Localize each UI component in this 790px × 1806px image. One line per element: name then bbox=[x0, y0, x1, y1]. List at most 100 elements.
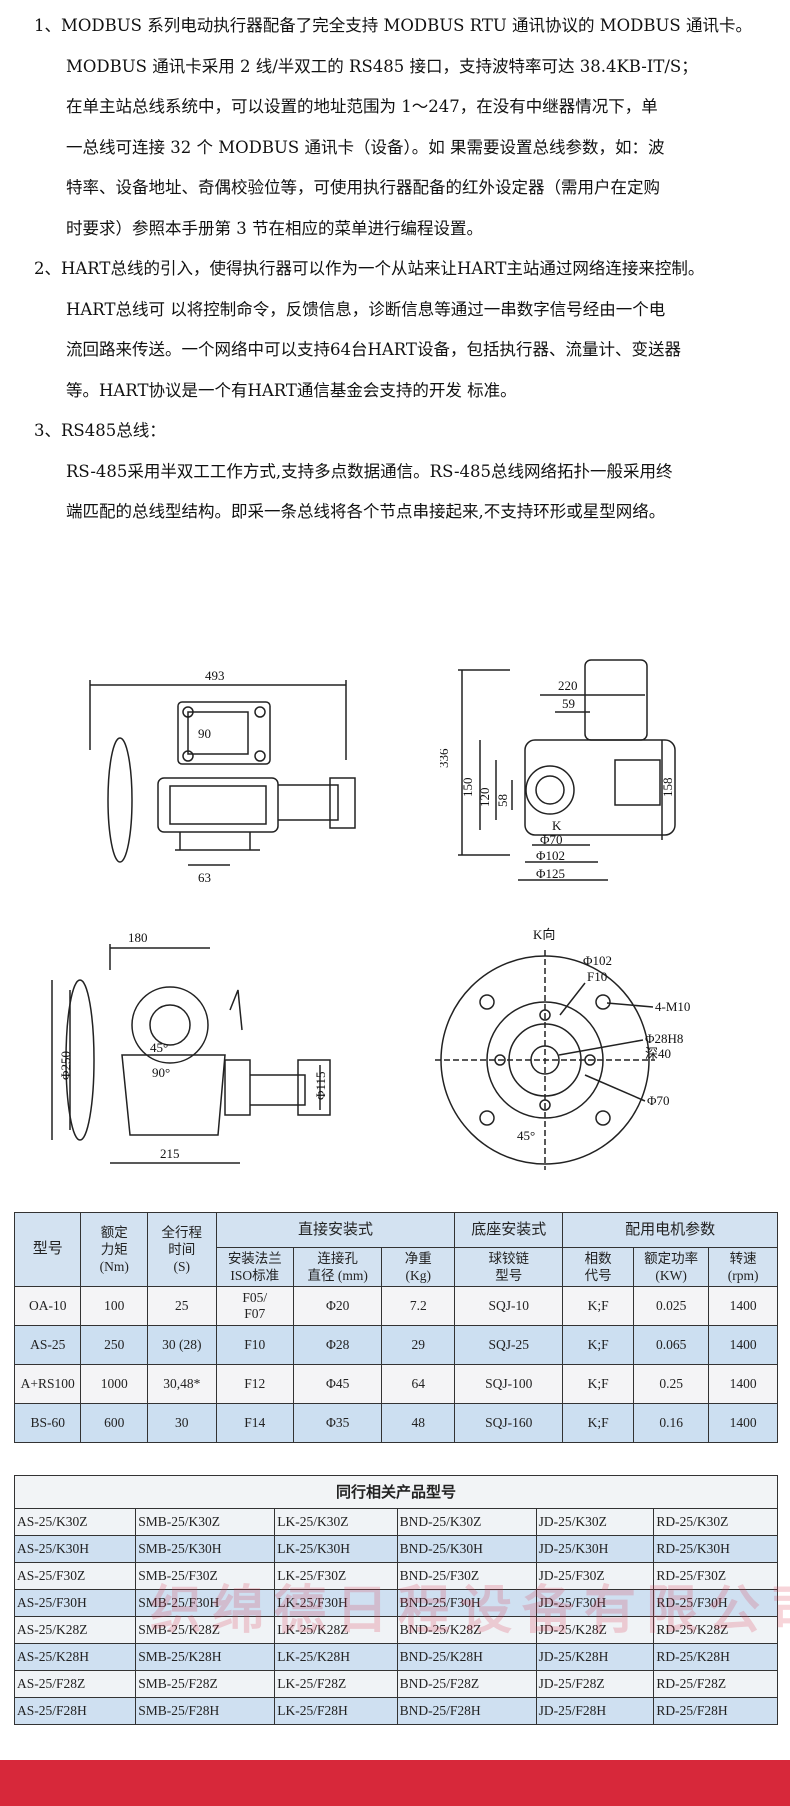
dim-493: 493 bbox=[205, 668, 225, 683]
dim-158: 158 bbox=[660, 778, 675, 798]
dim-63: 63 bbox=[198, 870, 211, 885]
cell-weight: 29 bbox=[381, 1325, 456, 1365]
cell-hole: Φ35 bbox=[292, 1403, 383, 1443]
related-cell: BND-25/K28Z bbox=[396, 1616, 537, 1644]
related-cell: RD-25/K30H bbox=[653, 1535, 778, 1563]
cell-ball: SQJ-25 bbox=[454, 1325, 564, 1365]
related-title: 同行相关产品型号 bbox=[14, 1475, 778, 1508]
angle-45: 45° bbox=[150, 1040, 168, 1055]
cell-power: 0.25 bbox=[633, 1364, 710, 1404]
related-cell: BND-25/K30Z bbox=[396, 1508, 537, 1536]
cell-power: 0.16 bbox=[633, 1403, 710, 1443]
table-row: BS-60 600 30 F14 Φ35 48 SQJ-160 K;F 0.16… bbox=[13, 1403, 778, 1443]
col-model: 型号 bbox=[13, 1212, 82, 1287]
text-line: 时要求）参照本手册第 3 节在相应的菜单进行编程设置。 bbox=[66, 218, 483, 238]
cell-torque: 1000 bbox=[80, 1364, 148, 1404]
cell-phase: K;F bbox=[562, 1364, 635, 1404]
dim-59: 59 bbox=[562, 696, 575, 711]
text-line: HART总线可 以将控制命令，反馈信息，诊断信息等通过一串数字信号经由一个电 bbox=[66, 299, 666, 319]
related-cell: SMB-25/K28H bbox=[135, 1643, 276, 1671]
text-line: 2、HART总线的引入，使得执行器可以作为一个从站来让HART主站通过网络连接来… bbox=[34, 259, 705, 278]
cell-flange: F12 bbox=[215, 1364, 295, 1404]
kview-p28: Φ28H8 bbox=[645, 1031, 683, 1046]
cell-time: 30,48* bbox=[146, 1364, 217, 1404]
dim-215: 215 bbox=[160, 1146, 180, 1161]
related-cell: SMB-25/K30H bbox=[135, 1535, 276, 1563]
related-cell: JD-25/F30Z bbox=[535, 1562, 655, 1590]
cell-phase: K;F bbox=[562, 1403, 635, 1443]
text-line: 等。HART协议是一个有HART通信基金会支持的开发 标准。 bbox=[66, 380, 517, 400]
cell-torque: 100 bbox=[80, 1286, 148, 1326]
related-cell: LK-25/K30H bbox=[274, 1535, 398, 1563]
related-cell: LK-25/K28Z bbox=[274, 1616, 398, 1644]
k-view-drawing: K向 Φ102 F10 4-M10 Φ28H8 深40 Φ70 45° bbox=[435, 927, 690, 1170]
col-hole: 连接孔直径 (mm) bbox=[292, 1247, 383, 1287]
group-base: 底座安装式 bbox=[454, 1212, 564, 1248]
table-row: A+RS100 1000 30,48* F12 Φ45 64 SQJ-100 K… bbox=[13, 1364, 778, 1404]
dimension-drawings: 493 90 63 336 150 120 58 220 59 158 K Φ7… bbox=[40, 650, 780, 1195]
col-phase: 相数代号 bbox=[562, 1247, 635, 1287]
related-cell: AS-25/F28Z bbox=[13, 1670, 137, 1698]
text-line: MODBUS 通讯卡采用 2 线/半双工的 RS485 接口，支持波特率可达 3… bbox=[66, 56, 698, 76]
spec-table: 型号 额定 力矩 (Nm) 全行程 时间 (S) 直接安装式 底座安装式 配用电… bbox=[13, 1212, 778, 1443]
watermark-text: 织绵德日程设备有限公司 bbox=[150, 1581, 790, 1641]
related-cell: LK-25/K30Z bbox=[274, 1508, 398, 1536]
intro-text: 1、MODBUS 系列电动执行器配备了完全支持 MODBUS RTU 通讯协议的… bbox=[34, 6, 764, 533]
col-ball: 球铰链型号 bbox=[454, 1247, 564, 1287]
kview-p102: Φ102 bbox=[583, 953, 612, 968]
col-power: 额定功率(KW) bbox=[633, 1247, 710, 1287]
related-cell: AS-25/F28H bbox=[13, 1697, 137, 1725]
related-cell: AS-25/K30Z bbox=[13, 1508, 137, 1536]
text-line: 流回路来传送。一个网络中可以支持64台HART设备，包括执行器、流量计、变送器 bbox=[66, 340, 681, 359]
text-line: 3、RS485总线： bbox=[34, 421, 166, 440]
related-cell: LK-25/F30H bbox=[274, 1589, 398, 1617]
related-cell: JD-25/F30H bbox=[535, 1589, 655, 1617]
related-cell: RD-25/F28H bbox=[653, 1697, 778, 1725]
dim-p102: Φ102 bbox=[536, 848, 565, 863]
cell-model: BS-60 bbox=[13, 1403, 82, 1443]
dim-295: 295 bbox=[40, 1049, 41, 1069]
text-line: 1、MODBUS 系列电动执行器配备了完全支持 MODBUS RTU 通讯协议的… bbox=[34, 16, 752, 35]
related-cell: JD-25/K30Z bbox=[535, 1508, 655, 1536]
related-cell: RD-25/K28H bbox=[653, 1643, 778, 1671]
related-cell: AS-25/F30Z bbox=[13, 1562, 137, 1590]
col-time: 全行程 时间 (S) bbox=[146, 1212, 217, 1287]
cell-phase: K;F bbox=[562, 1325, 635, 1365]
cell-hole: Φ28 bbox=[292, 1325, 383, 1365]
related-cell: BND-25/F30Z bbox=[396, 1562, 537, 1590]
top-view-drawing: 180 295 Φ250 45° 90° Φ115 215 bbox=[40, 930, 331, 1164]
cell-model: OA-10 bbox=[13, 1286, 82, 1326]
text-line: 一总线可连接 32 个 MODBUS 通讯卡（设备）。如 果需要设置总线参数，如… bbox=[66, 137, 665, 157]
kview-p70: Φ70 bbox=[647, 1093, 670, 1108]
dim-p125: Φ125 bbox=[536, 866, 565, 881]
cell-phase: K;F bbox=[562, 1286, 635, 1326]
table-row: AS-25 250 30 (28) F10 Φ28 29 SQJ-25 K;F … bbox=[13, 1325, 778, 1365]
dim-220: 220 bbox=[558, 678, 578, 693]
col-speed: 转速(rpm) bbox=[708, 1247, 778, 1287]
side-view-drawing: 336 150 120 58 220 59 158 K Φ70 Φ102 Φ12… bbox=[440, 659, 676, 881]
related-cell: BND-25/F28Z bbox=[396, 1670, 537, 1698]
related-cell: RD-25/K28Z bbox=[653, 1616, 778, 1644]
related-cell: SMB-25/F28H bbox=[135, 1697, 276, 1725]
cell-time: 30 bbox=[146, 1403, 217, 1443]
cell-ball: SQJ-100 bbox=[454, 1364, 564, 1404]
related-cell: SMB-25/F30H bbox=[135, 1589, 276, 1617]
dim-90: 90 bbox=[198, 726, 211, 741]
cell-weight: 64 bbox=[381, 1364, 456, 1404]
related-cell: JD-25/K28Z bbox=[535, 1616, 655, 1644]
related-cell: RD-25/K30Z bbox=[653, 1508, 778, 1536]
text-line: RS-485采用半双工工作方式,支持多点数据通信。RS-485总线网络拓扑一般采… bbox=[66, 461, 673, 481]
related-cell: AS-25/F30H bbox=[13, 1589, 137, 1617]
bottom-banner bbox=[0, 1760, 790, 1806]
text-line: 特率、设备地址、奇偶校验位等，可使用执行器配备的红外设定器（需用户在定购 bbox=[66, 178, 660, 197]
dim-150: 150 bbox=[460, 778, 475, 798]
paragraph-modbus: 1、MODBUS 系列电动执行器配备了完全支持 MODBUS RTU 通讯协议的… bbox=[34, 6, 764, 249]
related-cell: RD-25/F30H bbox=[653, 1589, 778, 1617]
